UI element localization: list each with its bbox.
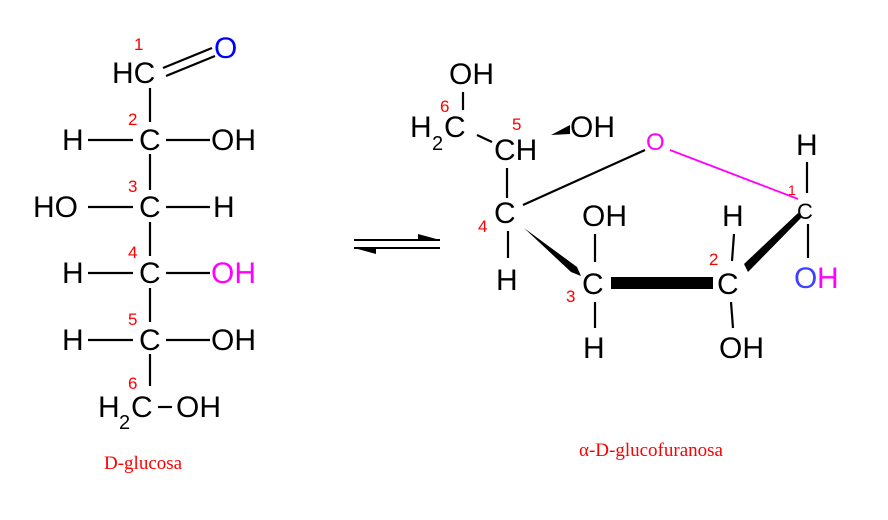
carbonyl-double-bond-1 xyxy=(162,46,213,70)
c4-carbon: C xyxy=(494,197,516,230)
c3-right-h: H xyxy=(213,191,235,224)
c3-left-ho: HO xyxy=(33,191,78,224)
c3-c2-bold-bond xyxy=(611,277,713,289)
c1-above-h: H xyxy=(796,129,818,162)
c6-h-subscript: 2 xyxy=(119,412,130,434)
c3-below-h: H xyxy=(583,332,605,365)
c4-ring-oxygen-bond xyxy=(522,148,646,207)
c2-right-oh: OH xyxy=(211,124,256,157)
fischer-caption: D-glucosa xyxy=(104,453,183,474)
anomeric-oxygen: O xyxy=(794,262,817,295)
c6-top-oh: OH xyxy=(449,58,494,91)
c2-above-h: H xyxy=(722,200,744,233)
haworth-carbon-number-6: 6 xyxy=(440,97,449,116)
carbon-number-2: 2 xyxy=(128,110,137,129)
haworth-c6-h: H xyxy=(410,111,432,144)
c6-h: H xyxy=(98,391,120,424)
c2-oh-bond xyxy=(729,301,735,329)
c5-left-h: H xyxy=(62,324,84,357)
c4-carbon: C xyxy=(139,257,161,290)
c3-above-oh: OH xyxy=(582,200,627,233)
c3-carbon: C xyxy=(582,268,604,301)
haworth-c6-carbon: C xyxy=(444,111,466,144)
carbon-number-6: 6 xyxy=(128,374,137,393)
equilibrium-arrows-icon xyxy=(354,234,440,254)
carbonyl-oxygen: O xyxy=(214,32,237,65)
haworth-carbon-number-4: 4 xyxy=(478,217,487,236)
c2-left-h: H xyxy=(62,124,84,157)
c6-c5-bond xyxy=(476,134,493,143)
c4-left-h: H xyxy=(62,257,84,290)
haworth-carbon-number-3: 3 xyxy=(566,287,575,306)
ring-oxygen: O xyxy=(646,129,665,156)
c4-right-oh-highlighted: OH xyxy=(211,257,256,290)
c5-ch-label: CH xyxy=(494,134,537,167)
carbon-number-3: 3 xyxy=(128,177,137,196)
carbon-number-4: 4 xyxy=(128,243,137,262)
c6-right-oh: OH xyxy=(176,391,221,424)
c1-hc-label: HC xyxy=(112,57,155,90)
haworth-carbon-number-2: 2 xyxy=(709,250,718,269)
c5-wedge-bond xyxy=(551,125,570,135)
c3-carbon: C xyxy=(139,191,161,224)
carbon-number-1: 1 xyxy=(134,35,143,54)
c5-right-oh: OH xyxy=(211,324,256,357)
carbonyl-double-bond-2 xyxy=(165,54,216,78)
c2-below-oh: OH xyxy=(719,332,764,365)
haworth-carbon-number-1: 1 xyxy=(788,182,796,198)
ring-oxygen-c1-bond xyxy=(669,149,799,200)
c4-below-h: H xyxy=(496,264,518,297)
c2-c1-wedge-bond xyxy=(744,213,801,272)
c6-carbon: C xyxy=(131,391,153,424)
c1-carbon: C xyxy=(797,199,813,224)
haworth-carbon-number-5: 5 xyxy=(512,115,521,134)
c2-h-bond xyxy=(730,233,736,262)
haworth-c6-h-subscript: 2 xyxy=(432,133,443,155)
carbon-number-5: 5 xyxy=(128,310,137,329)
haworth-caption: α-D-glucofuranosa xyxy=(579,440,724,461)
haworth-projection: OH 6 H 2 C 5 CH OH O 4 C H OH C 3 H H xyxy=(410,58,839,461)
c4-c3-wedge-bond xyxy=(524,228,581,276)
c5-right-oh: OH xyxy=(570,111,615,144)
fischer-projection: 1 HC O 2 H C OH 3 HO C H 4 H C OH 5 H xyxy=(33,32,256,474)
c2-carbon: C xyxy=(717,268,739,301)
c5-carbon: C xyxy=(139,324,161,357)
anomeric-hydrogen: H xyxy=(817,262,839,295)
c2-carbon: C xyxy=(139,124,161,157)
